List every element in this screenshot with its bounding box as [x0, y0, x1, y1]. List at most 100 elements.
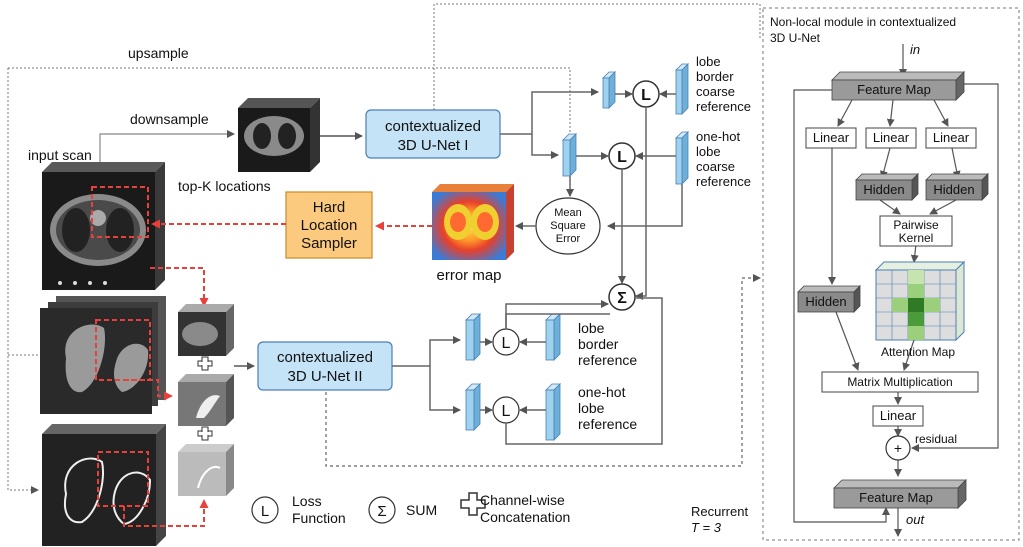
svg-text:coarse: coarse	[696, 159, 735, 174]
error-map-label: error map	[436, 267, 501, 284]
pairwise-kernel-box: Pairwise Kernel	[879, 215, 953, 247]
downsample-arrow	[99, 130, 235, 162]
concat-plus-1	[197, 356, 213, 371]
upsample-label: upsample	[128, 45, 189, 61]
svg-text:L: L	[502, 335, 511, 352]
crop-arrow-1	[150, 267, 209, 307]
svg-text:Σ: Σ	[617, 290, 627, 307]
residual-label: residual	[915, 432, 957, 446]
svg-text:+: +	[894, 440, 902, 456]
svg-text:Hidden: Hidden	[805, 294, 846, 309]
svg-text:Hard: Hard	[313, 199, 346, 216]
crop-ct-cube	[178, 304, 234, 356]
lobe-mask-image	[40, 296, 166, 414]
border-mask-image	[42, 424, 166, 546]
loss-top-2: L	[608, 142, 636, 170]
svg-text:Location: Location	[301, 217, 358, 234]
attention-map-label: Attention Map	[881, 345, 955, 359]
svg-text:one-hot: one-hot	[696, 129, 740, 144]
input-scan-label: input scan	[28, 147, 92, 163]
svg-text:Mean: Mean	[554, 207, 582, 219]
crop-border-cube	[178, 444, 234, 496]
unet-1-line1: contextualized	[385, 118, 481, 135]
input-scan-image	[42, 162, 165, 290]
nonlocal-arrows	[793, 83, 999, 537]
nonlocal-panel	[762, 7, 1020, 541]
ref-top-1-label: lobe border coarse reference	[696, 54, 751, 114]
feature-map-bottom: Feature Map	[833, 479, 967, 509]
svg-text:Channel-wise: Channel-wise	[480, 492, 565, 508]
svg-text:lobe: lobe	[696, 144, 721, 159]
svg-text:coarse: coarse	[696, 84, 735, 99]
attention-map-grid	[874, 260, 966, 342]
svg-text:border: border	[696, 69, 734, 84]
tensor-ref-bot-2	[545, 383, 561, 441]
linear-box-2: Linear	[865, 127, 917, 149]
svg-text:L: L	[261, 503, 269, 520]
mse-node: Mean Square Error	[535, 197, 601, 255]
loss-top-1: L	[632, 80, 660, 108]
tensor-top-1	[602, 71, 616, 109]
svg-text:reference: reference	[696, 174, 751, 189]
ref-bot-1-label: lobe border reference	[578, 320, 637, 368]
tensor-ref-bot-1	[545, 313, 561, 361]
loss-top-arrows	[566, 90, 683, 300]
svg-text:Matrix Multiplication: Matrix Multiplication	[847, 375, 952, 389]
nonlocal-in-label: in	[910, 42, 920, 57]
downsample-label: downsample	[130, 111, 209, 127]
hidden-box-2: Hidden	[925, 173, 989, 201]
svg-text:L: L	[617, 149, 627, 166]
nonlocal-title-2: 3D U-Net	[770, 31, 821, 45]
svg-text:Feature Map: Feature Map	[859, 490, 933, 505]
tensor-ref-top-1	[675, 63, 689, 115]
linear-box-4: Linear	[872, 405, 924, 427]
sum-node: Σ	[608, 283, 636, 311]
svg-text:one-hot: one-hot	[578, 384, 626, 400]
recurrent-loop	[325, 274, 761, 467]
net2-output-arrows	[392, 336, 461, 414]
tensor-top-2	[562, 133, 577, 177]
net1-output-arrows	[500, 88, 599, 159]
legend-concat: Channel-wise Concatenation	[460, 492, 570, 525]
linear-box-3: Linear	[925, 127, 977, 149]
svg-text:Linear: Linear	[873, 130, 910, 145]
svg-text:Sampler: Sampler	[301, 235, 357, 252]
legend-loss: L Loss Function	[251, 493, 346, 526]
residual-add: +	[885, 435, 911, 461]
svg-text:reference: reference	[696, 99, 751, 114]
svg-text:lobe: lobe	[578, 320, 605, 336]
hidden-box-3: Hidden	[797, 285, 861, 313]
legend-sum: Σ SUM	[368, 496, 437, 524]
ref-top-2-label: one-hot lobe coarse reference	[696, 129, 751, 189]
loss-bot-arrows	[480, 297, 663, 445]
upsample-path	[7, 3, 761, 494]
svg-text:Linear: Linear	[880, 408, 917, 423]
svg-text:T = 3: T = 3	[691, 520, 722, 535]
nonlocal-out-label: out	[906, 512, 925, 527]
svg-text:reference: reference	[578, 416, 637, 432]
topk-label: top-K locations	[178, 178, 271, 194]
linear-box-1: Linear	[805, 127, 857, 149]
hard-location-sampler: Hard Location Sampler	[285, 191, 373, 259]
loss-bot-1: L	[492, 328, 520, 356]
svg-text:Σ: Σ	[377, 503, 386, 520]
svg-text:Recurrent: Recurrent	[691, 504, 748, 519]
svg-text:Square: Square	[550, 220, 585, 232]
svg-text:Error: Error	[556, 233, 581, 245]
unet-1-line2: 3D U-Net I	[398, 137, 469, 154]
hidden-box-1: Hidden	[855, 173, 919, 201]
svg-text:border: border	[578, 336, 619, 352]
ref-bot-2-label: one-hot lobe reference	[578, 384, 637, 432]
crop-arrow-3	[123, 499, 209, 527]
unet-2-box: contextualized 3D U-Net II	[257, 341, 393, 391]
nonlocal-title-1: Non-local module in contextualized	[770, 15, 956, 29]
svg-text:Hidden: Hidden	[933, 182, 974, 197]
tensor-bot-2	[465, 383, 481, 431]
loss-bot-2: L	[492, 396, 520, 424]
concat-plus-2	[197, 426, 213, 441]
svg-text:Loss: Loss	[292, 493, 322, 509]
svg-text:Pairwise: Pairwise	[893, 218, 939, 232]
matmul-box: Matrix Multiplication	[821, 371, 979, 393]
svg-text:Kernel: Kernel	[899, 231, 934, 245]
